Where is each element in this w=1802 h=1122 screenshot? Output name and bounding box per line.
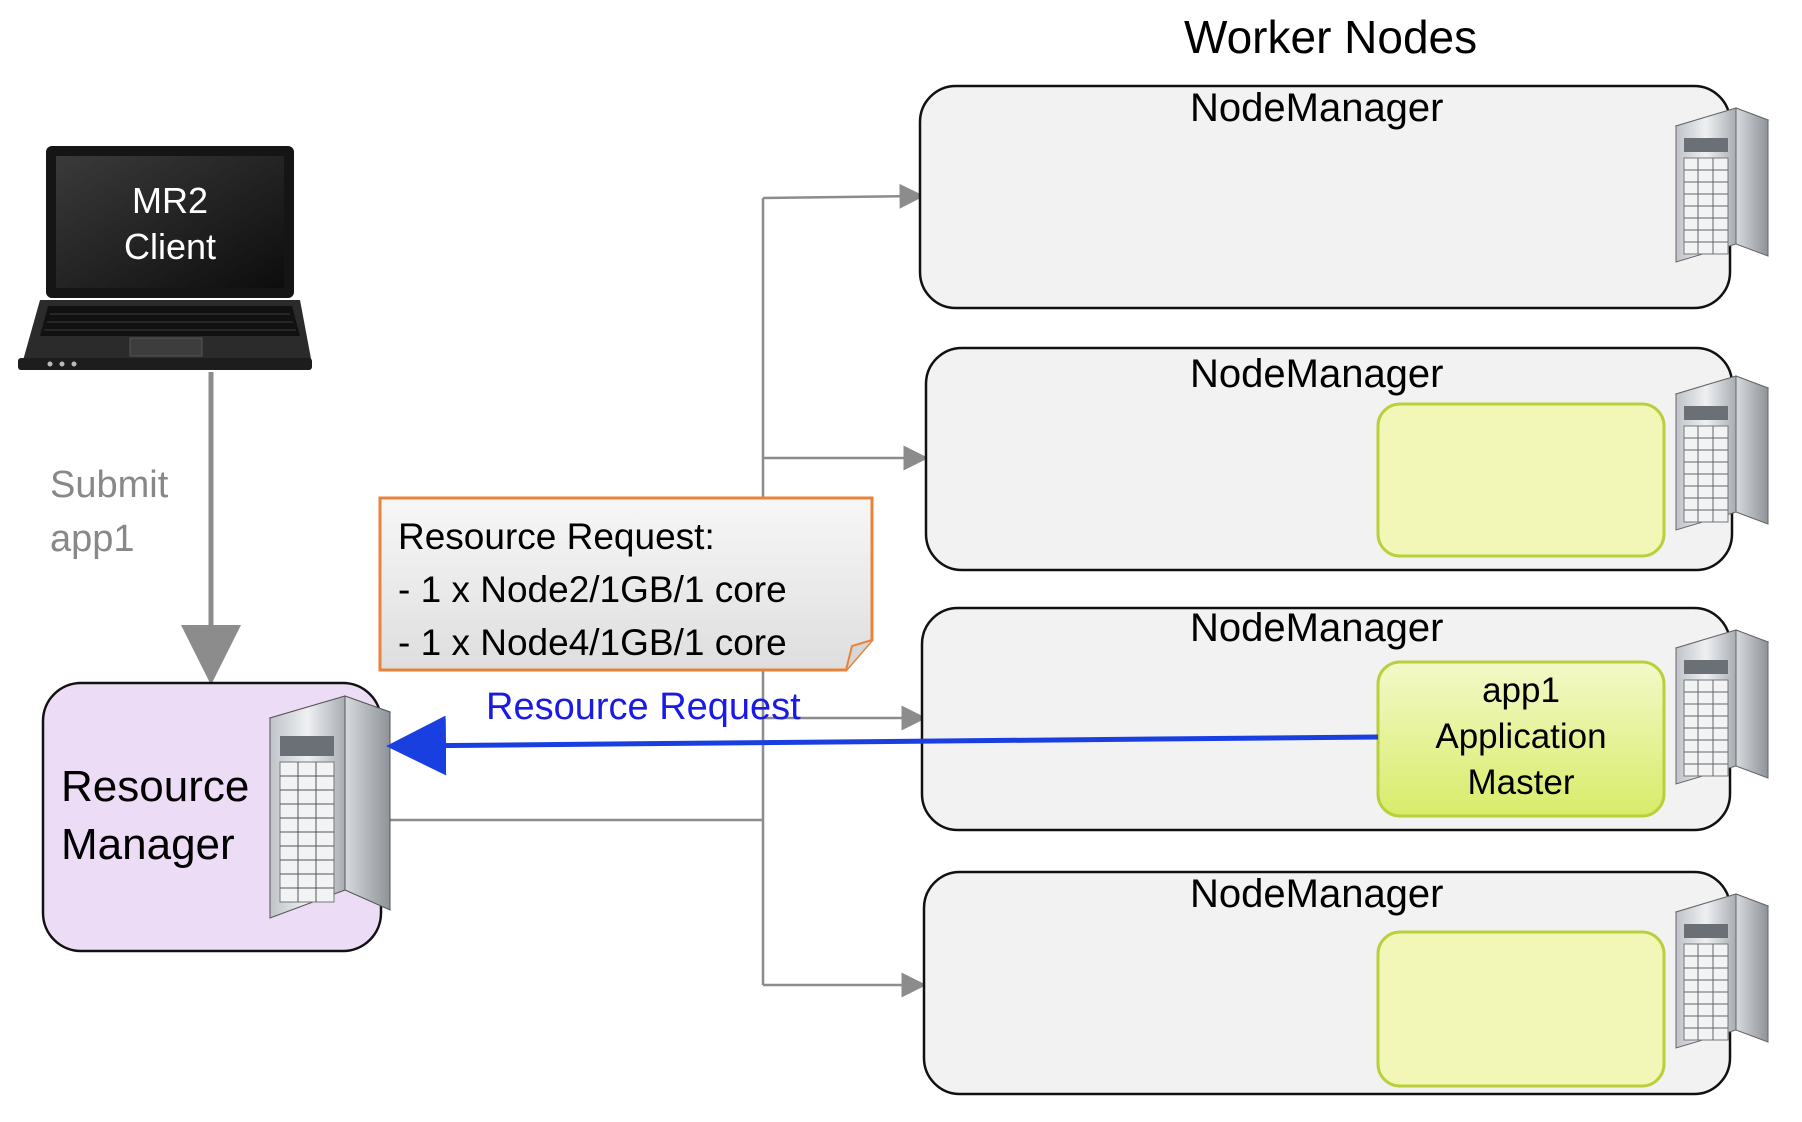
app-master-line1: app1 [1482,671,1560,710]
worker-nodes-heading: Worker Nodes [1184,11,1478,63]
resource-request-arrow [386,715,1379,776]
container-node4 [1376,930,1666,1088]
connector-lines [380,183,929,998]
app-master-line2: Application [1435,717,1607,756]
node-manager-title-2: NodeManager [1190,352,1444,396]
callout-title: Resource Request: [398,516,715,557]
callout-line2: - 1 x Node4/1GB/1 core [398,622,787,663]
resource-manager-label: Resource Manager [61,758,249,874]
container-node2 [1376,402,1666,558]
client-label-line1: MR2 [131,180,208,221]
client-label-line2: Client [123,226,217,267]
callout-line1: - 1 x Node2/1GB/1 core [398,569,787,610]
submit-label-line2: app1 [50,518,135,560]
resource-manager-line1: Resource [61,762,250,811]
resource-manager-line2: Manager [61,820,235,869]
connector-node1 [762,183,925,209]
node-manager-title-4: NodeManager [1190,872,1444,916]
client-label: MR2 Client [56,178,284,270]
resource-request-label: Resource Request [486,686,801,728]
node-manager-title-3: NodeManager [1190,606,1444,650]
app-master-label: app1 Application Master [1378,668,1664,806]
app-master-line3: Master [1467,763,1575,802]
node-manager-title-1: NodeManager [1190,86,1444,130]
submit-label-line1: Submit [50,464,169,506]
server-icon [1674,107,1770,263]
server-icon [1674,893,1770,1049]
server-icon [1674,375,1770,531]
server-icon [268,695,392,919]
submit-label: Submit app1 [50,458,168,566]
server-icon [1674,629,1770,785]
laptop-icon [18,146,312,370]
callout-text: Resource Request: - 1 x Node2/1GB/1 core… [398,510,787,669]
